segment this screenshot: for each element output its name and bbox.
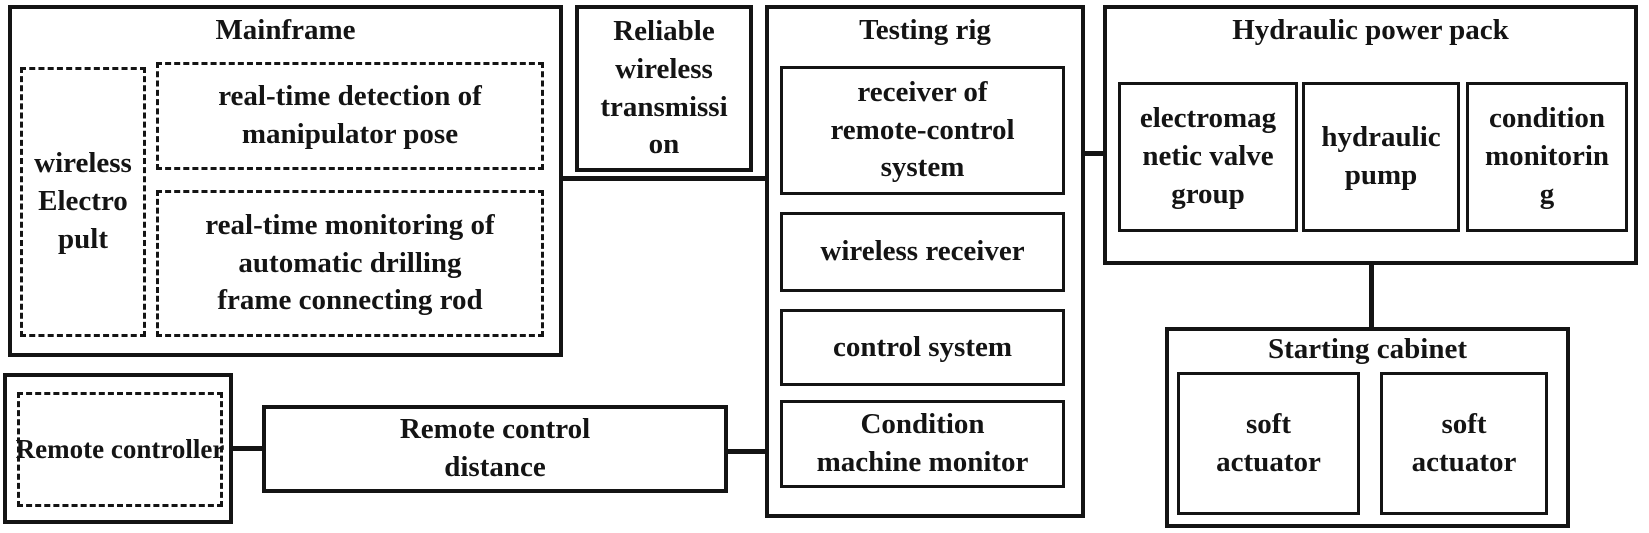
realtime-detection-label: real-time detection of manipulator pose [218,80,482,150]
soft-actuator-2-label: soft actuator [1411,407,1517,478]
condition-monitoring-label: condition monitorin g [1484,102,1610,210]
receiver-remote-control-label: receiver of remote-control system [830,75,1015,184]
mainframe-title: Mainframe [215,14,356,46]
hydraulic-pump-label: hydraulic pump [1321,121,1441,191]
wireless-receiver-box: wireless receiver [780,212,1065,292]
remote-controller-outer-box: Remote controller [3,373,233,524]
realtime-monitoring-label: real-time monitoring of automatic drilli… [205,208,495,317]
wireless-electro-pult-label: wireless Electro pult [34,147,132,255]
control-system-box: control system [780,309,1065,386]
control-system-label: control system [832,330,1013,363]
electromagnetic-valve-group-label: electromag netic valve group [1139,102,1277,210]
remote-controller-label: Remote controller [15,433,225,464]
connector-remote-controller-distance [229,446,266,451]
starting-cabinet-title: Starting cabinet [1268,333,1467,365]
testing-rig-title: Testing rig [859,14,991,46]
condition-monitoring-box: condition monitorin g [1466,82,1628,232]
condition-machine-monitor-box: Condition machine monitor [780,400,1065,488]
hydraulic-power-pack-title: Hydraulic power pack [1232,14,1509,46]
condition-machine-monitor-label: Condition machine monitor [816,408,1029,478]
electromagnetic-valve-group-box: electromag netic valve group [1118,82,1298,232]
testing-rig-box: Testing rig receiver of remote-control s… [765,5,1085,518]
soft-actuator-1-label: soft actuator [1216,407,1321,478]
remote-control-distance-label: Remote control distance [399,413,591,483]
wireless-receiver-label: wireless receiver [820,235,1025,268]
receiver-remote-control-box: receiver of remote-control system [780,66,1065,195]
realtime-detection-box: real-time detection of manipulator pose [156,62,544,170]
realtime-monitoring-box: real-time monitoring of automatic drilli… [156,190,544,337]
starting-cabinet-box: Starting cabinet soft actuator soft actu… [1165,327,1570,528]
hydraulic-pump-box: hydraulic pump [1302,82,1460,232]
remote-controller-box: Remote controller [15,392,225,507]
connector-testing-rig-hydraulic-pack [1081,151,1107,156]
reliable-wireless-transmission-label: Reliable wireless transmissi on [600,15,728,161]
hydraulic-power-pack-box: Hydraulic power pack electromag netic va… [1103,5,1638,265]
connector-hydraulic-pack-starting-cabinet [1369,263,1374,329]
wireless-electro-pult-box: wireless Electro pult [20,67,146,337]
connector-distance-testing-rig [724,449,769,454]
connector-mainframe-testing-rig [559,176,769,181]
reliable-wireless-transmission-box: Reliable wireless transmissi on [575,5,753,172]
soft-actuator-2-box: soft actuator [1380,372,1548,515]
mainframe-box: Mainframe wireless Electro pult real-tim… [8,5,563,357]
soft-actuator-1-box: soft actuator [1177,372,1360,515]
remote-control-distance-box: Remote control distance [262,405,728,493]
